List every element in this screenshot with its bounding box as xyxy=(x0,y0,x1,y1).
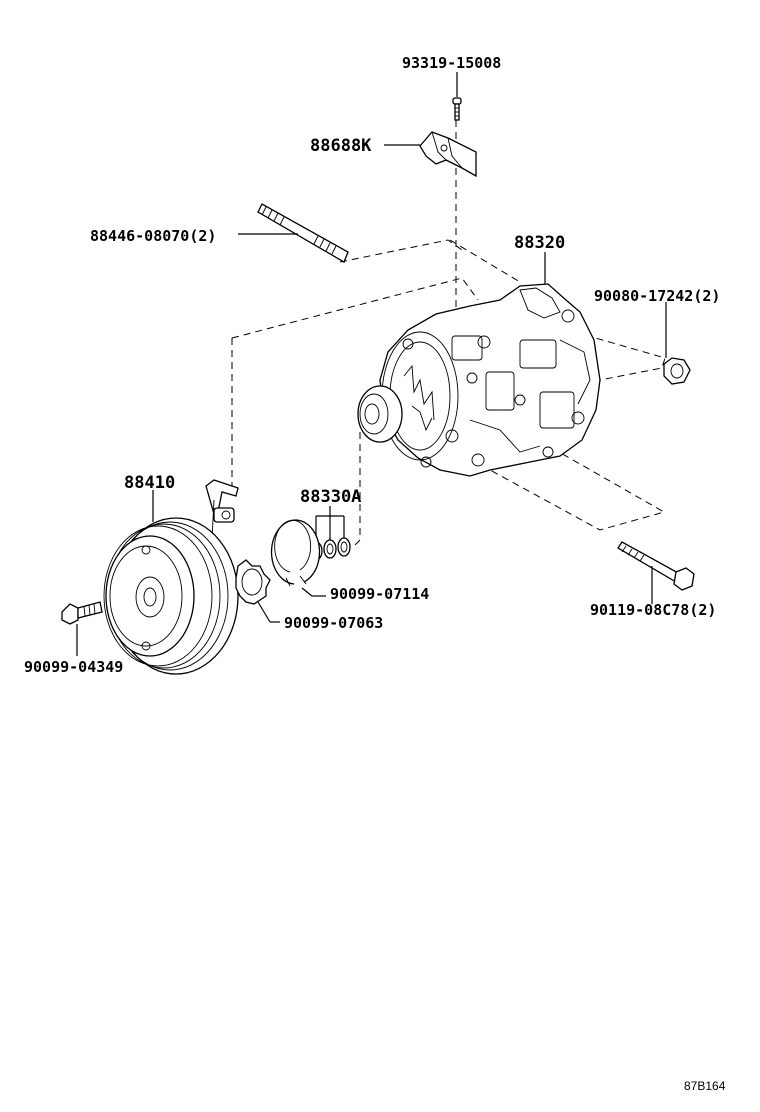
snap-ring-part xyxy=(270,519,321,587)
bolt-mount-part xyxy=(617,541,695,591)
label-bracket: 88688K xyxy=(310,136,372,156)
label-bolt-clutch: 90099-04349 xyxy=(24,658,123,676)
label-compressor: 88320 xyxy=(514,233,565,253)
bolt-clutch-part xyxy=(61,601,103,625)
compressor-part xyxy=(357,283,601,477)
bracket-part xyxy=(419,131,477,178)
label-screw-top: 93319-15008 xyxy=(402,54,501,72)
label-snap-ring: 90099-07114 xyxy=(330,585,429,603)
clutch-part xyxy=(103,479,239,675)
label-bolt-mount: 90119-08C78(2) xyxy=(590,601,716,619)
stud-part xyxy=(257,203,349,263)
label-retainer: 90099-07063 xyxy=(284,614,383,632)
label-stud: 88446-08070(2) xyxy=(90,227,216,245)
screw-top-part xyxy=(452,97,462,121)
leader-snap-ring-1 xyxy=(301,587,313,597)
label-nut: 90080-17242(2) xyxy=(594,287,720,305)
diagram-code: 87B164 xyxy=(684,1079,726,1093)
leader-shim-set xyxy=(315,506,345,542)
assembly-lines xyxy=(231,120,666,549)
retainer-part xyxy=(235,559,271,605)
label-shim-set: 88330A xyxy=(300,487,361,507)
leader-retainer-1 xyxy=(257,601,271,623)
nut-part xyxy=(663,357,691,385)
label-clutch: 88410 xyxy=(124,473,175,493)
